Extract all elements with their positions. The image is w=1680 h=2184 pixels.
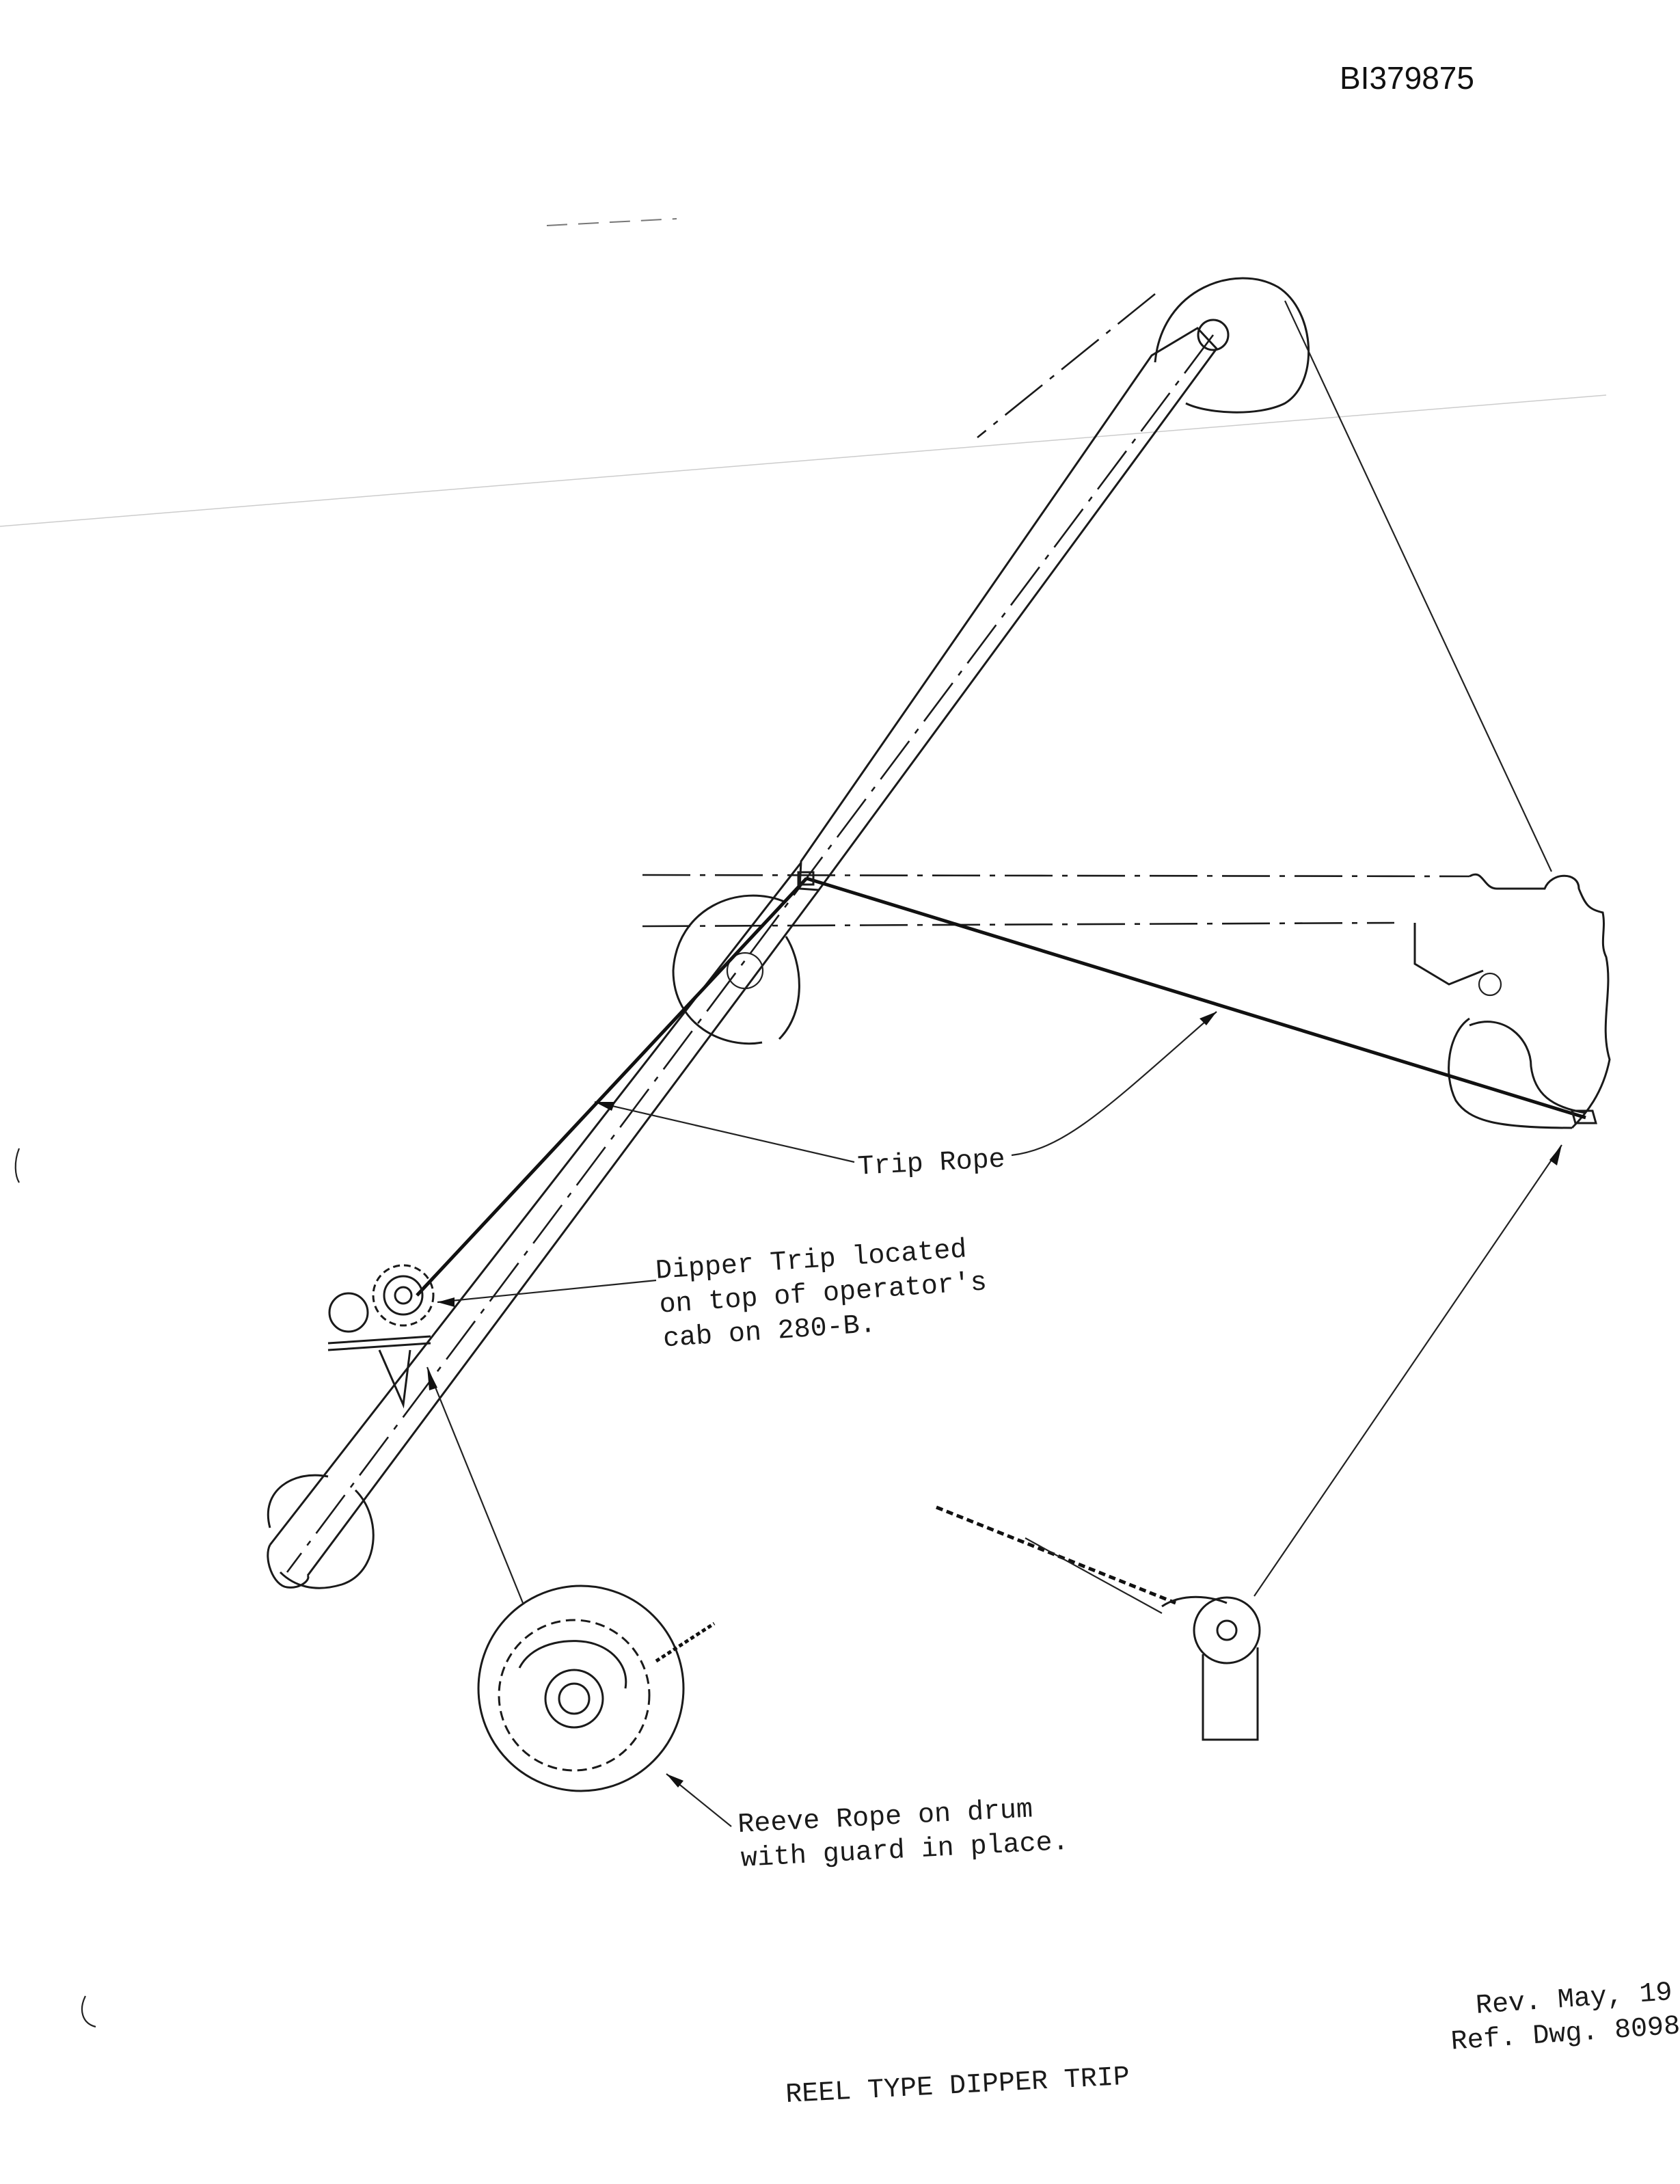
boom-structure bbox=[267, 277, 1611, 1589]
drum-detail bbox=[477, 1585, 716, 1792]
revision-block: Rev. May, 19 Ref. Dwg. 8098 bbox=[1450, 1978, 1680, 2058]
reeve-rope-label: Reeve Rope on drum with guard in place. bbox=[737, 1794, 1069, 1874]
document-id: BI379875 bbox=[1340, 60, 1474, 96]
trip-rope-label: Trip Rope bbox=[857, 1144, 1006, 1183]
dipper-trip-reel bbox=[327, 1264, 435, 1409]
margin-mark bbox=[14, 1148, 21, 1183]
scan-artifact-dash bbox=[546, 218, 677, 226]
scan-artifact-line bbox=[0, 394, 1607, 527]
trip-rope bbox=[416, 871, 1597, 1297]
rope-end-detail bbox=[936, 1505, 1261, 1741]
diagram-caption: REEL TYPE DIPPER TRIP bbox=[785, 2062, 1130, 2111]
dipper-trip-label: Dipper Trip located on top of operator's… bbox=[655, 1235, 988, 1355]
svg-text:Trip Rope: Trip Rope bbox=[857, 1144, 1006, 1183]
svg-text:REEL TYPE DIPPER TRIP: REEL TYPE DIPPER TRIP bbox=[785, 2062, 1130, 2111]
margin-mark bbox=[81, 1995, 96, 2028]
leader-lines bbox=[426, 1011, 1562, 1827]
